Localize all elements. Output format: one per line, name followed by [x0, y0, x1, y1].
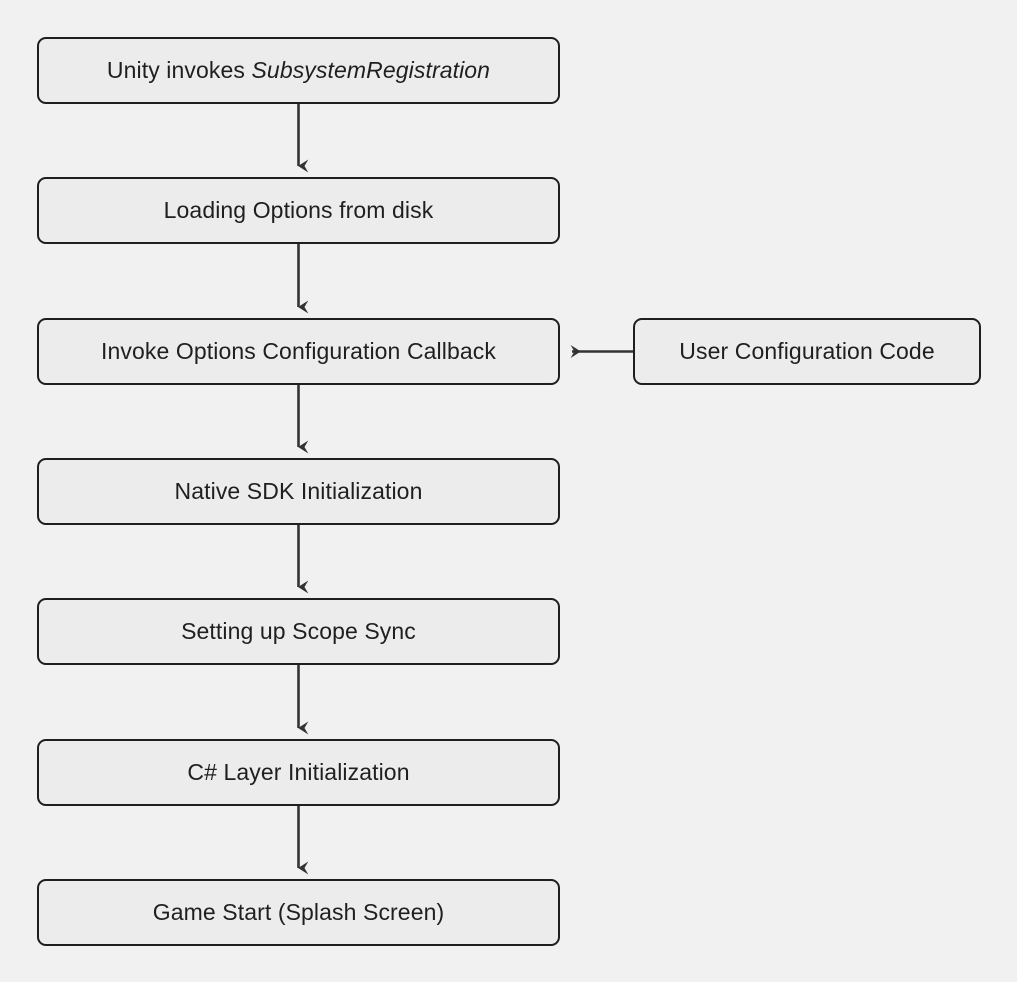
node-user-configuration-code[interactable]: User Configuration Code — [633, 318, 981, 385]
node-label-game-start: Game Start (Splash Screen) — [152, 899, 445, 926]
node-subsystem-registration[interactable]: Unity invokes SubsystemRegistration — [37, 37, 560, 104]
node-label-native-sdk-init: Native SDK Initialization — [174, 478, 423, 505]
node-label-user-configuration-code: User Configuration Code — [679, 338, 935, 365]
node-loading-options[interactable]: Loading Options from disk — [37, 177, 560, 244]
node-label-csharp-layer-init: C# Layer Initialization — [187, 759, 410, 786]
node-scope-sync[interactable]: Setting up Scope Sync — [37, 598, 560, 665]
node-label-loading-options: Loading Options from disk — [163, 197, 434, 224]
node-invoke-options-callback[interactable]: Invoke Options Configuration Callback — [37, 318, 560, 385]
node-label-invoke-options-callback: Invoke Options Configuration Callback — [101, 338, 496, 365]
node-native-sdk-init[interactable]: Native SDK Initialization — [37, 458, 560, 525]
node-label-scope-sync: Setting up Scope Sync — [181, 618, 416, 645]
node-game-start[interactable]: Game Start (Splash Screen) — [37, 879, 560, 946]
node-csharp-layer-init[interactable]: C# Layer Initialization — [37, 739, 560, 806]
node-label-subsystem-registration: Unity invokes SubsystemRegistration — [106, 57, 491, 84]
